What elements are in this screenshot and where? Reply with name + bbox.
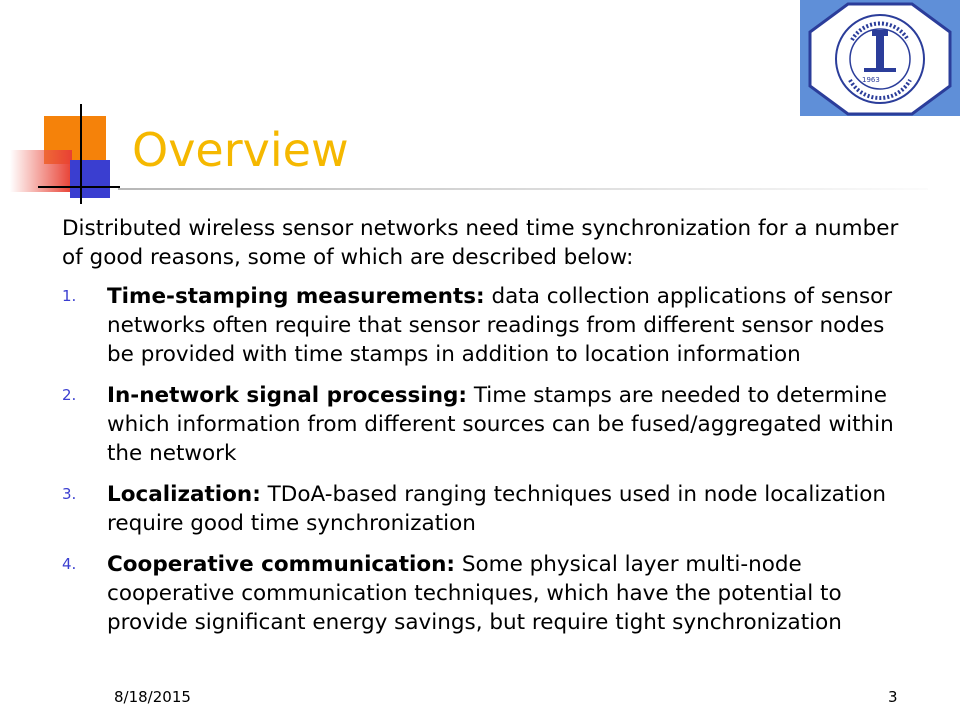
list-number: 2. [62, 386, 77, 404]
reasons-list: 1. Time-stamping measurements: data coll… [62, 282, 912, 637]
logo-year: 1963 [862, 76, 880, 84]
decorative-horizontal-line [38, 186, 120, 188]
item-text: TDoA-based ranging techniques used in no… [107, 482, 887, 536]
decorative-blue-square [70, 160, 110, 198]
list-item: 1. Time-stamping measurements: data coll… [62, 282, 912, 369]
item-heading: Cooperative communication: [107, 552, 456, 577]
footer-date: 8/18/2015 [114, 688, 191, 706]
item-text: Some physical layer multi-node cooperati… [107, 552, 842, 635]
slide-body: Distributed wireless sensor networks nee… [62, 214, 912, 649]
intro-paragraph: Distributed wireless sensor networks nee… [62, 216, 899, 270]
university-logo: 1963 [800, 0, 960, 116]
list-item: 4. Cooperative communication: Some physi… [62, 550, 912, 637]
page-number: 3 [888, 688, 898, 706]
item-text: data collection applications of sensor n… [107, 284, 893, 367]
list-number: 1. [62, 287, 77, 305]
item-heading: Time-stamping measurements: [107, 284, 485, 309]
item-heading: Localization: [107, 482, 261, 507]
decorative-red-gradient [10, 150, 72, 192]
slide-title: Overview [132, 123, 349, 177]
list-item: 2. In-network signal processing: Time st… [62, 381, 912, 468]
item-heading: In-network signal processing: [107, 383, 467, 408]
decorative-vertical-line [80, 104, 82, 204]
list-item: 3. Localization: TDoA-based ranging tech… [62, 480, 912, 538]
list-number: 3. [62, 485, 77, 503]
title-divider [118, 188, 928, 190]
university-seal-icon: 1963 [808, 2, 952, 116]
list-number: 4. [62, 555, 77, 573]
item-text: Time stamps are needed to determine whic… [107, 383, 894, 466]
